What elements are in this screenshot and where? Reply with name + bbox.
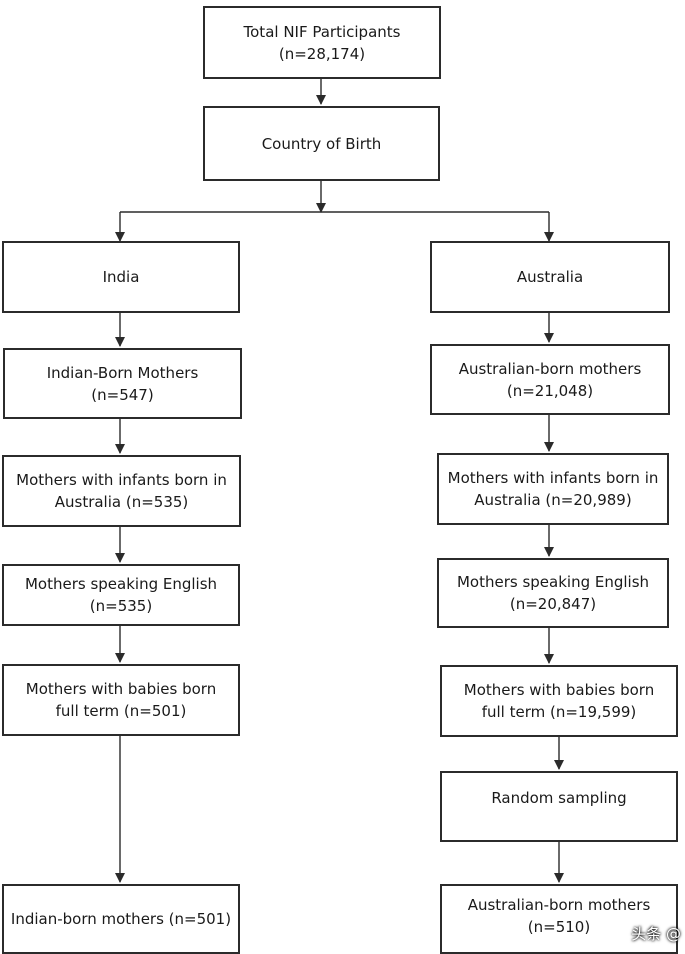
australia-infants-count: Australia (n=20,989) xyxy=(474,491,632,509)
random-sampling-box: Random sampling xyxy=(440,771,678,842)
india-english-box: Mothers speaking English (n=535) xyxy=(2,564,240,626)
india-fullterm-box: Mothers with babies born full term (n=50… xyxy=(2,664,240,736)
watermark-text: 头条 @ xyxy=(631,925,681,943)
australia-english-count: (n=20,847) xyxy=(509,595,597,613)
india-infants-count: Australia (n=535) xyxy=(54,493,189,511)
country-of-birth-label: Country of Birth xyxy=(261,134,382,153)
australia-fullterm-count: full term (n=19,599) xyxy=(481,703,637,721)
australia-born-count: (n=21,048) xyxy=(506,381,594,400)
india-header-box: India xyxy=(2,241,240,313)
india-header-label: India xyxy=(102,268,140,286)
australia-header-label: Australia xyxy=(516,268,584,286)
australia-header-box: Australia xyxy=(430,241,670,313)
india-infants-box: Mothers with infants born in Australia (… xyxy=(2,455,241,527)
australia-fullterm-label: Mothers with babies born xyxy=(463,681,655,699)
total-participants-count: (n=28,174) xyxy=(278,44,366,63)
india-born-box: Indian-Born Mothers (n=547) xyxy=(3,348,242,419)
australia-born-box: Australian-born mothers (n=21,048) xyxy=(430,344,670,415)
random-sampling-label: Random sampling xyxy=(491,789,627,807)
india-english-count: (n=535) xyxy=(89,597,153,615)
india-born-count: (n=547) xyxy=(91,385,154,404)
india-infants-label: Mothers with infants born in xyxy=(16,471,227,489)
total-participants-box: Total NIF Participants (n=28,174) xyxy=(203,6,441,79)
india-fullterm-label: Mothers with babies born xyxy=(25,680,217,698)
australia-fullterm-box: Mothers with babies born full term (n=19… xyxy=(440,665,678,737)
australia-infants-label: Mothers with infants born in xyxy=(447,469,659,487)
india-fullterm-count: full term (n=501) xyxy=(55,702,187,720)
australia-final-count: (n=510) xyxy=(527,918,591,936)
australia-final-label: Australian-born mothers xyxy=(467,896,651,914)
country-of-birth-box: Country of Birth xyxy=(203,106,440,181)
australia-infants-box: Mothers with infants born in Australia (… xyxy=(437,453,669,525)
australia-final-box: Australian-born mothers (n=510) xyxy=(440,884,678,954)
india-final-label: Indian-born mothers (n=501) xyxy=(10,910,232,928)
india-final-box: Indian-born mothers (n=501) xyxy=(2,884,240,954)
australia-born-label: Australian-born mothers xyxy=(458,359,642,378)
australia-english-label: Mothers speaking English xyxy=(456,573,650,591)
watermark: 头条 @ xyxy=(631,923,681,944)
india-born-label: Indian-Born Mothers xyxy=(46,363,199,382)
india-english-label: Mothers speaking English xyxy=(24,575,218,593)
australia-english-box: Mothers speaking English (n=20,847) xyxy=(437,558,669,628)
total-participants-title: Total NIF Participants xyxy=(243,22,401,41)
